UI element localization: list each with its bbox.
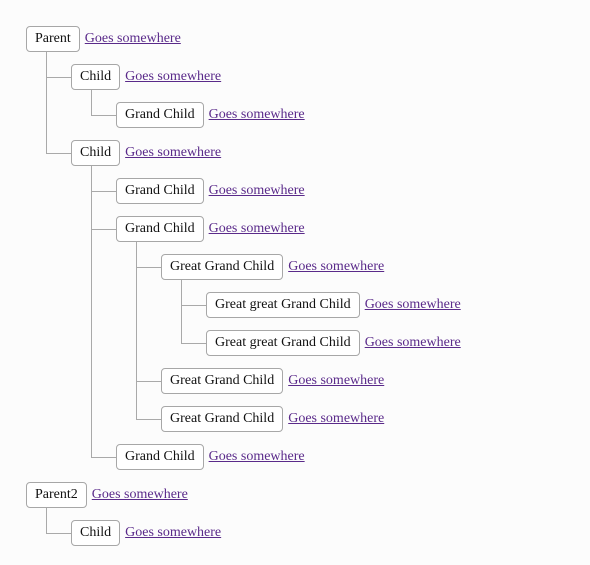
- tree-node-label: Great great Grand Child: [206, 292, 360, 318]
- tree-node-row: Great Grand Child Goes somewhere: [161, 368, 384, 394]
- tree-node-label: Great Grand Child: [161, 254, 284, 280]
- goes-somewhere-link[interactable]: Goes somewhere: [91, 487, 188, 502]
- goes-somewhere-link[interactable]: Goes somewhere: [208, 449, 305, 464]
- tree-node-label: Child: [71, 64, 121, 90]
- tree-node-row: Great great Grand Child Goes somewhere: [206, 330, 461, 356]
- goes-somewhere-link[interactable]: Goes somewhere: [125, 145, 222, 160]
- tree-node-row: Child Goes somewhere: [71, 64, 221, 90]
- tree-connector-h: [91, 229, 116, 230]
- goes-somewhere-link[interactable]: Goes somewhere: [208, 183, 305, 198]
- tree-node-label: Grand Child: [116, 102, 204, 128]
- tree-connector-v: [46, 508, 47, 534]
- tree-connector-h: [91, 457, 116, 458]
- goes-somewhere-link[interactable]: Goes somewhere: [208, 221, 305, 236]
- tree-node-row: Great Grand Child Goes somewhere: [161, 406, 384, 432]
- tree-connector-h: [91, 115, 116, 116]
- goes-somewhere-link[interactable]: Goes somewhere: [364, 297, 461, 312]
- tree-node-label: Child: [71, 520, 121, 546]
- tree-node-row: Grand Child Goes somewhere: [116, 102, 305, 128]
- tree-connector-v: [91, 90, 92, 116]
- tree-connector-v: [46, 52, 47, 154]
- tree-node-row: Great Grand Child Goes somewhere: [161, 254, 384, 280]
- tree-node-label: Parent: [26, 26, 80, 52]
- tree-node-row: Grand Child Goes somewhere: [116, 216, 305, 242]
- goes-somewhere-link[interactable]: Goes somewhere: [125, 69, 222, 84]
- tree-node-label: Child: [71, 140, 121, 166]
- tree-connector-h: [91, 191, 116, 192]
- tree-connector-h: [136, 419, 161, 420]
- goes-somewhere-link[interactable]: Goes somewhere: [125, 525, 222, 540]
- tree-connector-v: [181, 280, 182, 344]
- tree-node-row: Parent Goes somewhere: [26, 26, 181, 52]
- tree-connector-h: [136, 267, 161, 268]
- tree-node-row: Grand Child Goes somewhere: [116, 444, 305, 470]
- tree-node-label: Grand Child: [116, 216, 204, 242]
- goes-somewhere-link[interactable]: Goes somewhere: [208, 107, 305, 122]
- tree-connector-v: [91, 166, 92, 458]
- goes-somewhere-link[interactable]: Goes somewhere: [364, 335, 461, 350]
- tree-node-label: Parent2: [26, 482, 87, 508]
- tree-node-label: Great Grand Child: [161, 368, 284, 394]
- tree-node-label: Grand Child: [116, 444, 204, 470]
- tree-connector-h: [46, 533, 71, 534]
- tree-node-label: Grand Child: [116, 178, 204, 204]
- tree-connector-h: [136, 381, 161, 382]
- tree-connector-h: [46, 153, 71, 154]
- goes-somewhere-link[interactable]: Goes somewhere: [84, 31, 181, 46]
- tree-node-row: Parent2 Goes somewhere: [26, 482, 188, 508]
- tree-node-row: Grand Child Goes somewhere: [116, 178, 305, 204]
- tree-node-row: Child Goes somewhere: [71, 520, 221, 546]
- goes-somewhere-link[interactable]: Goes somewhere: [288, 411, 385, 426]
- tree-node-row: Great great Grand Child Goes somewhere: [206, 292, 461, 318]
- goes-somewhere-link[interactable]: Goes somewhere: [288, 373, 385, 388]
- tree-connector-v: [136, 242, 137, 420]
- tree-node-label: Great Grand Child: [161, 406, 284, 432]
- tree-connector-h: [46, 77, 71, 78]
- tree-node-row: Child Goes somewhere: [71, 140, 221, 166]
- goes-somewhere-link[interactable]: Goes somewhere: [288, 259, 385, 274]
- tree-connector-h: [181, 343, 206, 344]
- tree-node-label: Great great Grand Child: [206, 330, 360, 356]
- tree-connector-h: [181, 305, 206, 306]
